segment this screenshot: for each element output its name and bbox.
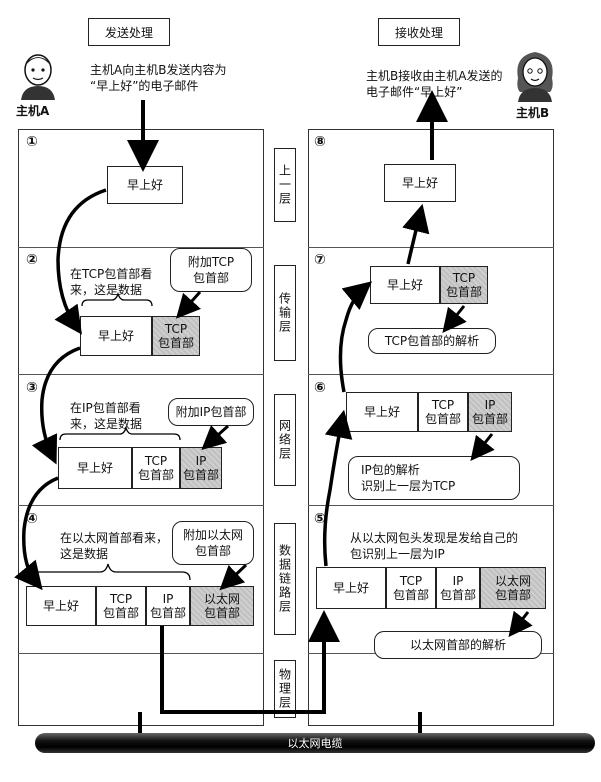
host-a-label: 主机A: [16, 104, 50, 118]
step-6: ⑥: [314, 380, 326, 396]
layer-physical: 物理层: [274, 660, 296, 718]
step-3: ③: [26, 380, 38, 396]
s4-eth-header: 以太网 包首部: [190, 586, 254, 626]
cable-label: 以太网电缆: [287, 737, 343, 750]
s3-callout: 附加IP包首部: [168, 398, 254, 426]
s4-payload: 早上好: [26, 586, 96, 626]
s4-callout: 附加以太网 包首部: [172, 521, 254, 565]
host-a-desc-1: 主机A向主机B发送内容为: [90, 63, 227, 77]
s3-note: 在IP包首部看 来，这是数据: [70, 401, 143, 431]
s6-tcp-header: TCP 包首部: [418, 392, 468, 432]
s3-payload: 早上好: [58, 447, 132, 489]
step-5: ⑤: [314, 511, 326, 527]
layer-upper: 上一层: [274, 148, 296, 222]
person-b-icon: [512, 48, 558, 102]
s4-tcp-header: TCP 包首部: [96, 586, 146, 626]
send-processing-header: 发送处理: [88, 18, 170, 46]
host-a-desc-2: “早上好”的电子邮件: [90, 79, 199, 93]
ethernet-cable: 以太网电缆: [35, 733, 595, 753]
s7-payload: 早上好: [370, 266, 440, 304]
host-b-label: 主机B: [516, 106, 550, 120]
s5-note: 从以太网包头发现是发给自己的 包识别上一层为IP: [350, 531, 519, 561]
step-7: ⑦: [314, 252, 326, 268]
s2-callout: 附加TCP 包首部: [170, 248, 252, 292]
layer-transport: 传输层: [274, 265, 296, 361]
s4-note: 在以太网首部看来， 这是数据: [60, 531, 169, 561]
layer-network: 网络层: [274, 394, 296, 486]
s5-eth-header: 以太网 包首部: [480, 567, 546, 609]
layer-datalink: 数据链路层: [274, 523, 296, 635]
step-2: ②: [26, 252, 38, 268]
s2-payload: 早上好: [80, 316, 152, 356]
s4-ip-header: IP 包首部: [146, 586, 190, 626]
s6-payload: 早上好: [346, 392, 418, 432]
s5-payload: 早上好: [316, 567, 386, 609]
s5-ip-header: IP 包首部: [436, 567, 480, 609]
s6-callout: IP包的解析 识别上一层为TCP: [348, 456, 520, 500]
host-b-desc-1: 主机B接收由主机A发送的: [366, 69, 503, 83]
receive-processing-header: 接收处理: [378, 18, 460, 46]
person-a-icon: [18, 50, 58, 100]
s1-payload: 早上好: [107, 166, 183, 204]
s2-note: 在TCP包首部看 来，这是数据: [70, 267, 153, 297]
s6-ip-header: IP 包首部: [468, 392, 512, 432]
step-8: ⑧: [314, 134, 326, 150]
s7-tcp-header: TCP 包首部: [440, 266, 488, 304]
s8-payload: 早上好: [384, 164, 456, 202]
step-4: ④: [26, 511, 38, 527]
step-1: ①: [26, 134, 38, 150]
s3-ip-header: IP 包首部: [180, 447, 222, 489]
s2-tcp-header: TCP 包首部: [152, 316, 200, 356]
s3-tcp-header: TCP 包首部: [132, 447, 180, 489]
s5-tcp-header: TCP 包首部: [386, 567, 436, 609]
s7-callout: TCP包首部的解析: [368, 328, 496, 354]
